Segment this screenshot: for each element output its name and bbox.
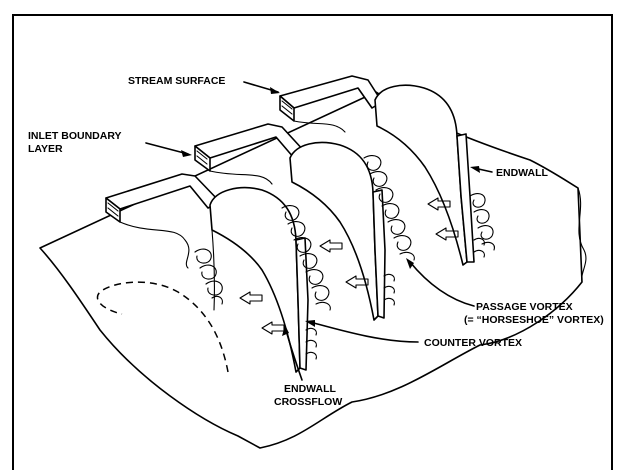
blade-icon (374, 84, 468, 266)
label-endwall-crossflow-1: ENDWALL (284, 383, 336, 395)
label-endwall-crossflow-2: CROSSFLOW (274, 396, 342, 408)
label-stream-surface: STREAM SURFACE (128, 75, 225, 87)
leader-arrow-icon (145, 81, 493, 381)
blade-icon (289, 141, 379, 321)
separation-line (96, 281, 229, 373)
label-inlet-boundary-layer-2: LAYER (28, 143, 63, 155)
figure-border (12, 14, 613, 470)
blade-3 (374, 84, 475, 266)
flow-arrow-icon (239, 197, 459, 335)
vortex-coil-icon (194, 155, 495, 360)
label-counter-vortex: COUNTER VORTEX (424, 337, 522, 349)
label-endwall: ENDWALL (496, 167, 548, 179)
label-inlet-boundary-layer-1: INLET BOUNDARY (28, 130, 122, 142)
label-passage-vortex-1: PASSAGE VORTEX (476, 301, 573, 313)
label-passage-vortex-2: (= “HORSESHOE” VORTEX) (464, 314, 604, 326)
blade-icon (209, 186, 301, 373)
blade-2 (289, 141, 386, 321)
